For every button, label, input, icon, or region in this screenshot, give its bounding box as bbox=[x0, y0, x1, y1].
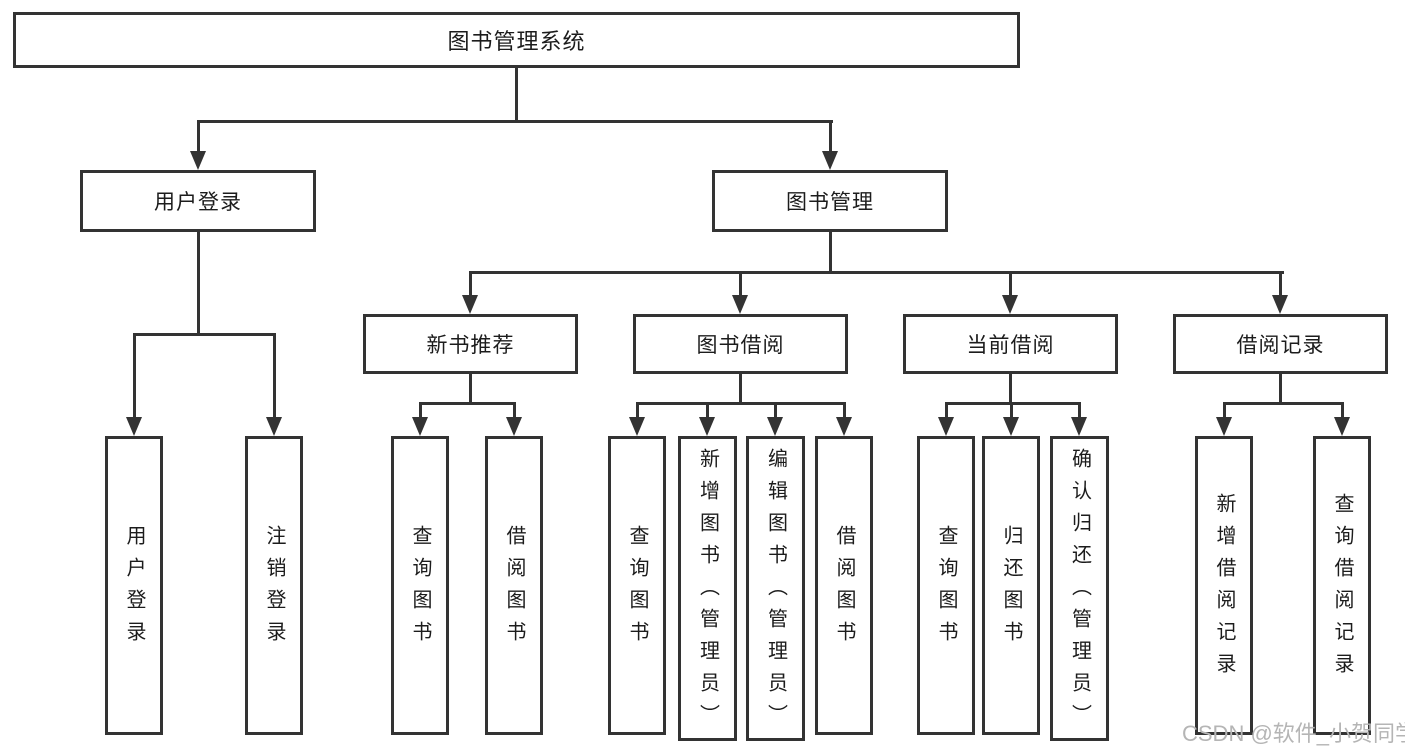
connector-line bbox=[945, 402, 1081, 405]
node-current-borrow: 当前借阅 bbox=[903, 314, 1118, 374]
arrow-down-icon bbox=[506, 417, 522, 436]
connector-line bbox=[469, 271, 1284, 274]
connector-line bbox=[1009, 271, 1012, 297]
connector-line bbox=[774, 402, 777, 419]
leaf-logout: 注销登录 bbox=[245, 436, 303, 735]
connector-line bbox=[1010, 402, 1013, 419]
connector-line bbox=[1078, 402, 1081, 419]
connector-line bbox=[515, 66, 518, 122]
connector-line bbox=[945, 402, 948, 419]
leaf-borrow-books-borrow: 借阅图书 bbox=[815, 436, 873, 735]
connector-line bbox=[1279, 271, 1282, 297]
leaf-query-books-recommend: 查询图书 bbox=[391, 436, 449, 735]
connector-line bbox=[273, 333, 276, 419]
connector-line bbox=[636, 402, 639, 419]
connector-line bbox=[843, 402, 846, 419]
arrow-down-icon bbox=[1334, 417, 1350, 436]
leaf-add-book-admin: 新增图书（管理员） bbox=[678, 436, 737, 741]
leaf-edit-book-admin: 编辑图书（管理员） bbox=[746, 436, 805, 741]
leaf-add-borrow-record: 新增借阅记录 bbox=[1195, 436, 1253, 735]
arrow-down-icon bbox=[836, 417, 852, 436]
arrow-down-icon bbox=[1071, 417, 1087, 436]
arrow-down-icon bbox=[938, 417, 954, 436]
connector-line bbox=[829, 120, 832, 154]
arrow-down-icon bbox=[1216, 417, 1232, 436]
connector-line bbox=[469, 271, 472, 297]
arrow-down-icon bbox=[412, 417, 428, 436]
connector-line bbox=[513, 402, 516, 419]
leaf-user-login: 用户登录 bbox=[105, 436, 163, 735]
arrow-down-icon bbox=[1002, 295, 1018, 314]
node-borrow-records: 借阅记录 bbox=[1173, 314, 1388, 374]
leaf-return-books: 归还图书 bbox=[982, 436, 1040, 735]
connector-line bbox=[739, 374, 742, 404]
leaf-query-borrow-record: 查询借阅记录 bbox=[1313, 436, 1371, 735]
connector-line bbox=[197, 120, 833, 123]
node-library-system: 图书管理系统 bbox=[13, 12, 1020, 68]
node-user-login: 用户登录 bbox=[80, 170, 316, 232]
connector-line bbox=[739, 271, 742, 297]
connector-line bbox=[1341, 402, 1344, 419]
node-book-management: 图书管理 bbox=[712, 170, 948, 232]
connector-line bbox=[829, 232, 832, 273]
connector-line bbox=[419, 402, 422, 419]
connector-line bbox=[1223, 402, 1344, 405]
node-new-book-recommend: 新书推荐 bbox=[363, 314, 578, 374]
arrow-down-icon bbox=[462, 295, 478, 314]
connector-line bbox=[133, 333, 136, 419]
arrow-down-icon bbox=[732, 295, 748, 314]
connector-line bbox=[1009, 374, 1012, 404]
node-book-borrow: 图书借阅 bbox=[633, 314, 848, 374]
arrow-down-icon bbox=[126, 417, 142, 436]
leaf-query-books-current: 查询图书 bbox=[917, 436, 975, 735]
arrow-down-icon bbox=[822, 151, 838, 170]
connector-line bbox=[197, 232, 200, 336]
connector-line bbox=[1223, 402, 1226, 419]
arrow-down-icon bbox=[1272, 295, 1288, 314]
connector-line bbox=[636, 402, 846, 405]
connector-line bbox=[133, 333, 276, 336]
arrow-down-icon bbox=[699, 417, 715, 436]
watermark: CSDN @软件_小贺同学 bbox=[1182, 721, 1405, 746]
arrow-down-icon bbox=[190, 151, 206, 170]
leaf-borrow-books-recommend: 借阅图书 bbox=[485, 436, 543, 735]
arrow-down-icon bbox=[266, 417, 282, 436]
arrow-down-icon bbox=[1003, 417, 1019, 436]
leaf-query-books-borrow: 查询图书 bbox=[608, 436, 666, 735]
arrow-down-icon bbox=[629, 417, 645, 436]
arrow-down-icon bbox=[767, 417, 783, 436]
connector-line bbox=[469, 374, 472, 404]
leaf-confirm-return-admin: 确认归还（管理员） bbox=[1050, 436, 1109, 741]
connector-line bbox=[1279, 374, 1282, 404]
connector-line bbox=[197, 120, 200, 154]
connector-line bbox=[419, 402, 516, 405]
connector-line bbox=[706, 402, 709, 419]
